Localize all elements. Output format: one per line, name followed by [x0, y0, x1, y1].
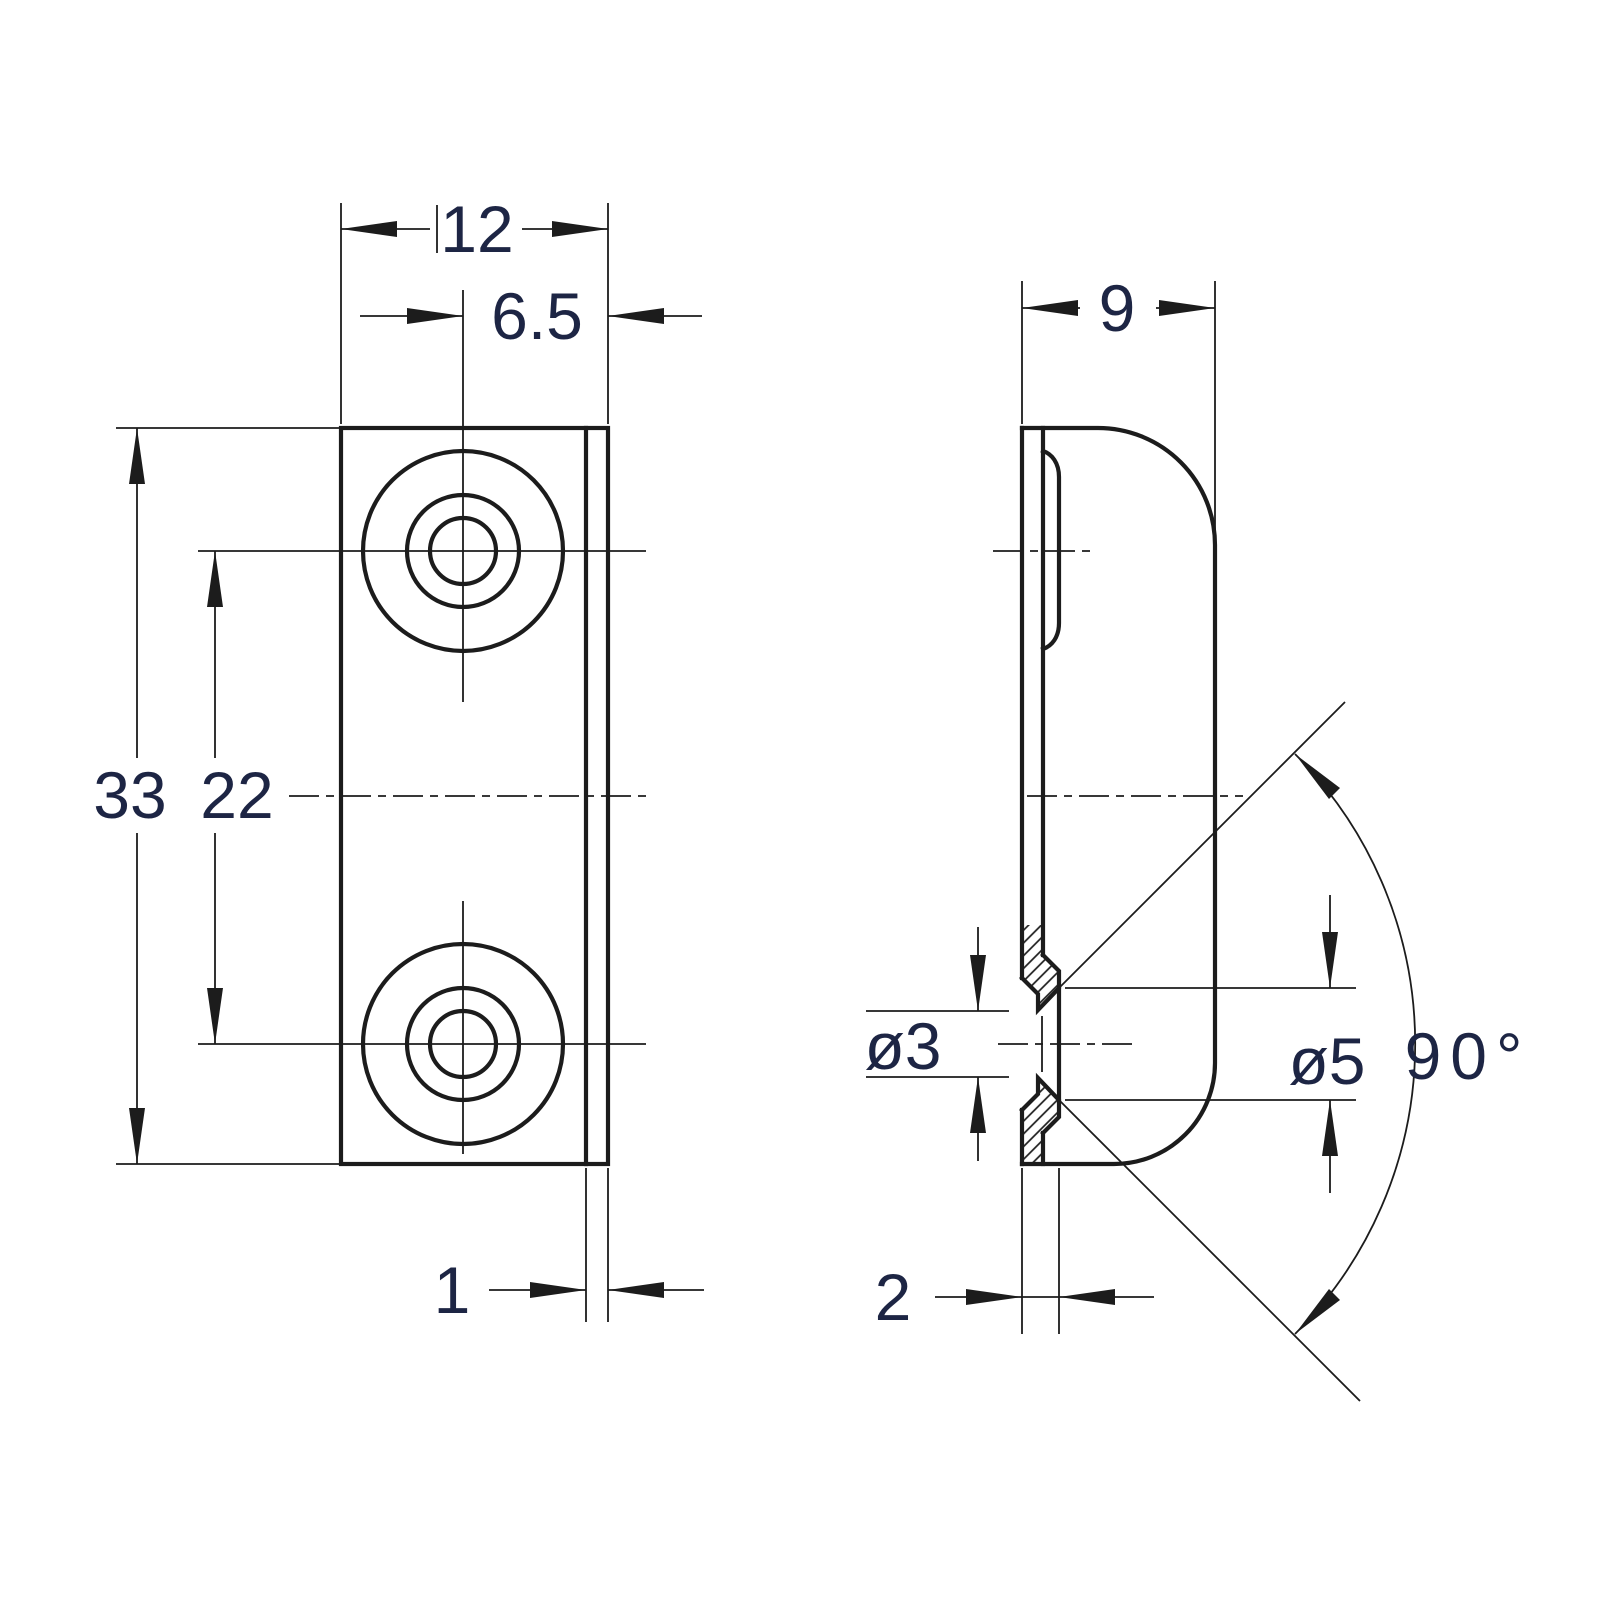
arrowhead — [608, 308, 664, 324]
dim-csink-angle-label: 90° — [1405, 1019, 1532, 1093]
arrowhead — [530, 1282, 586, 1298]
arrowhead — [129, 1108, 145, 1164]
arrowhead — [207, 551, 223, 607]
dim-hole-spacing: 22 — [200, 551, 274, 1044]
dim-hole-offset: 6.5 — [360, 279, 702, 353]
arrowhead — [1322, 1100, 1338, 1156]
hatch-region-lower — [1022, 1078, 1059, 1164]
dim-hole-dia: ø3 — [864, 927, 1009, 1161]
angle-leg — [1058, 1099, 1361, 1402]
dim-lip-label: 1 — [434, 1253, 471, 1327]
dim-hole-spacing-label: 22 — [200, 758, 273, 832]
dim-thickness: 2 — [875, 1168, 1154, 1334]
dim-width-label: 12 — [440, 192, 513, 266]
dimple-silhouette — [1040, 448, 1062, 652]
section-edge-upper — [1019, 952, 1062, 1016]
arrowhead — [1295, 754, 1340, 799]
arrowhead — [1159, 300, 1215, 316]
dim-hole-dia-label: ø3 — [864, 1009, 941, 1083]
arrowhead — [552, 221, 608, 237]
arrowhead — [1295, 1289, 1340, 1334]
dim-csink-angle: 90° — [1058, 701, 1532, 1402]
arrowhead — [129, 428, 145, 484]
hatch-region-upper — [1022, 925, 1059, 1010]
dim-depth: 9 — [1021, 271, 1216, 541]
arrowhead — [1022, 300, 1078, 316]
arrowhead — [341, 221, 397, 237]
section-edge-lower — [1019, 1072, 1062, 1136]
arrowhead — [1059, 1289, 1115, 1305]
arrowhead — [966, 1289, 1022, 1305]
dim-lip: 1 — [434, 1168, 704, 1327]
arrowhead — [1322, 932, 1338, 988]
arrowhead — [608, 1282, 664, 1298]
bulge-profile — [1019, 425, 1218, 1167]
side-view: 9 ø3 ø5 90° — [864, 271, 1532, 1402]
dim-csink-dia-label: ø5 — [1288, 1024, 1365, 1098]
arrowhead — [207, 988, 223, 1044]
dim-csink-dia: ø5 — [1065, 895, 1366, 1193]
dim-width: 12 — [340, 192, 609, 424]
dim-hole-offset-label: 6.5 — [491, 279, 583, 353]
dim-height-label: 33 — [93, 758, 166, 832]
front-view: 12 6.5 33 22 — [93, 192, 704, 1327]
angle-leg — [1058, 701, 1346, 989]
dim-depth-label: 9 — [1099, 271, 1136, 345]
arrowhead — [970, 1077, 986, 1133]
angle-arc — [1294, 753, 1416, 1335]
dim-height: 33 — [93, 427, 339, 1165]
arrowhead — [970, 955, 986, 1011]
hole-top — [198, 290, 646, 702]
dim-thickness-label: 2 — [875, 1260, 912, 1334]
arrowhead — [407, 308, 463, 324]
hole-bottom — [198, 901, 646, 1154]
